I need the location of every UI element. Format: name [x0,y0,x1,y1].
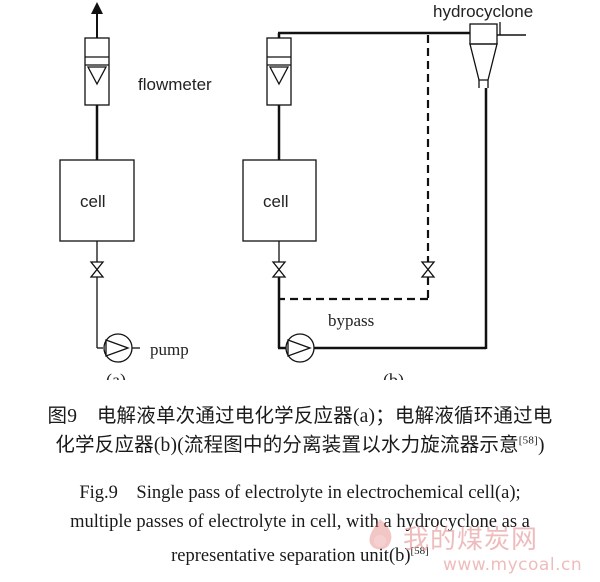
panel-b [242,22,526,363]
valve-b [271,261,287,278]
panel-a [59,2,140,363]
caption-en-line1: Fig.9 Single pass of electrolyte in elec… [79,483,521,503]
caption-en-ref: [58] [410,544,429,557]
flowmeter-label: flowmeter [138,75,212,94]
caption-cn-line2: 化学反应器(b)(流程图中的分离装置以水力旋流器示意[58]) [55,434,545,456]
hydrocyclone-label: hydrocyclone [433,2,533,21]
hydrocyclone [469,22,526,88]
panel-label-b: (b) [383,370,404,380]
watermark-logo-icon [369,519,392,550]
pump-b [285,333,315,363]
flowmeter-b [266,37,292,106]
valve-bypass [420,261,436,278]
caption-en-line2: multiple passes of electrolyte in cell, … [70,512,530,532]
cell-label-b: cell [263,192,289,211]
flow-diagram: flowmeter cell pump (a) [59,2,533,380]
caption-cn-line1: 图9 电解液单次通过电化学反应器(a)；电解液循环通过电 [47,406,553,427]
bypass-label: bypass [328,311,374,330]
cell-label-a: cell [80,192,106,211]
flowmeter-a [84,37,110,106]
caption-en-line3: representative separation unit(b)[58] [171,544,429,566]
bypass-line [280,35,430,301]
pump-label: pump [150,340,189,359]
watermark-text: 我的煤炭网 [403,525,539,555]
panel-label-a: (a) [106,370,126,380]
valve-a [89,261,105,278]
pump-a [103,333,133,363]
caption-cn-ref: [58] [518,434,538,447]
watermark-url: www.mycoal.cn [443,555,583,575]
watermark: 我的煤炭网 www.mycoal.cn [355,515,595,581]
